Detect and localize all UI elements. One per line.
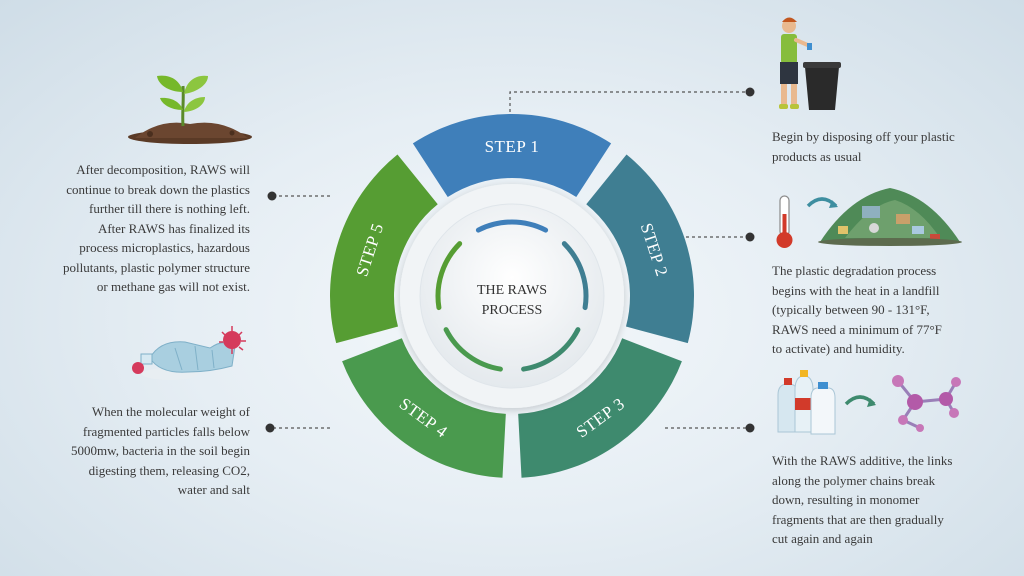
connector-dot-step4 [265,423,275,433]
center-arc-4 [443,327,503,372]
step-5-segment [330,154,438,344]
person-trash-bin-icon [779,17,841,110]
connector-dot-step5 [267,191,277,201]
desc-line: When the molecular weight of [91,404,250,419]
center-title-line2: PROCESS [482,303,543,318]
step-5-description: After decomposition, RAWS will continue … [36,160,250,297]
desc-line: The plastic degradation process [772,263,937,278]
desc-line: products as usual [772,148,862,164]
desc-line: or methane gas will not exist. [96,279,250,294]
plastic-bottles-molecule-icon [777,370,961,435]
crushed-bottle-bacteria-icon [132,326,246,380]
connector-dots [265,87,755,433]
desc-line: process microplastics, hazardous [79,240,250,255]
step-2-description: The plastic degradation process begins w… [772,261,1012,359]
step-segments [330,113,695,478]
desc-line: After RAWS has finalized its [97,220,250,236]
step-3-description: With the RAWS additive, the links along … [772,451,1012,549]
desc-line: RAWS need a minimum of 77°F [772,321,942,337]
step-1-description: Begin by disposing off your plastic prod… [772,127,1012,166]
desc-line: After decomposition, RAWS will [76,162,250,177]
step-1-label: STEP 1 [485,137,540,156]
desc-line: fragmented particles falls below [82,423,250,439]
desc-line: (typically between 90 - 131°F, [772,302,930,317]
center-progress-arcs [435,219,589,372]
desc-line: along the polymer chains break [772,472,936,488]
thermometer-landfill-icon [776,188,962,248]
step-3-segment [518,338,682,478]
desc-line: to activate) and humidity. [772,341,905,356]
desc-line: down, resulting in monomer [772,492,920,507]
step-4-segment [342,338,506,478]
center-title-line1: THE RAWS [477,283,547,298]
desc-line: fragments that are then gradually [772,511,944,527]
desc-line: cut again and again [772,531,873,546]
desc-line: digesting them, releasing CO2, [88,462,250,478]
connector-dot-step3 [745,423,755,433]
plant-sprout-icon [128,75,252,144]
connector-dot-step2 [745,232,755,242]
center-inner-disc [419,203,605,389]
step-1-segment [412,113,612,198]
desc-line: With the RAWS additive, the links [772,453,953,468]
center-arc-3 [521,327,581,372]
desc-line: further till there is nothing left. [88,201,250,216]
step-2-segment [586,154,695,344]
connector-dot-step1 [745,87,755,97]
center-arc-1 [475,219,549,233]
desc-line: 5000mw, bacteria in the soil begin [71,443,250,458]
desc-line: water and salt [177,482,250,497]
step-4-description: When the molecular weight of fragmented … [36,402,250,500]
center-arc-2 [561,241,589,311]
center-arc-5 [435,241,463,311]
desc-line: pollutants, plastic polymer structure [62,259,250,275]
desc-line: begins with the heat in a landfill [772,282,940,298]
desc-line: Begin by disposing off your plastic [772,129,955,144]
desc-line: continue to break down the plastics [66,181,250,197]
